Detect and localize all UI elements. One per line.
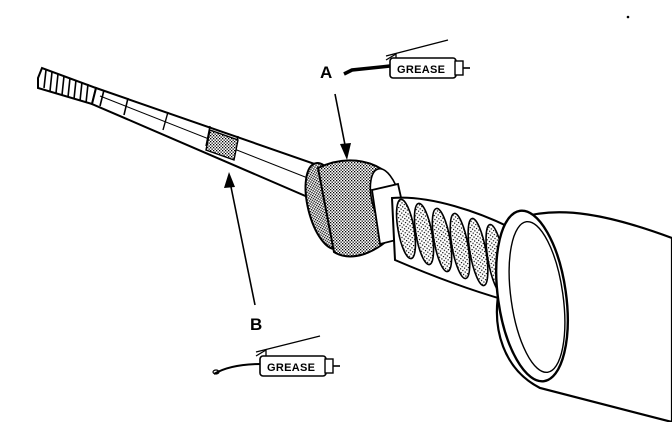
grease-gun-icon-a: GREASE	[343, 39, 470, 79]
grease-zone-b	[205, 129, 239, 161]
callout-letter-b: B	[250, 315, 262, 334]
grease-gun-icon-b: GREASE	[212, 335, 340, 377]
rod-thread-end	[37, 66, 98, 106]
stray-dot	[626, 15, 630, 19]
callout-letter-a: A	[320, 63, 332, 82]
grease-label-a: GREASE	[397, 64, 445, 76]
rack-housing	[495, 209, 672, 422]
bellows-boot	[390, 196, 517, 302]
leader-arrow-a	[334, 93, 351, 160]
leader-arrow-b	[224, 172, 256, 306]
grease-label-b: GREASE	[267, 362, 315, 374]
